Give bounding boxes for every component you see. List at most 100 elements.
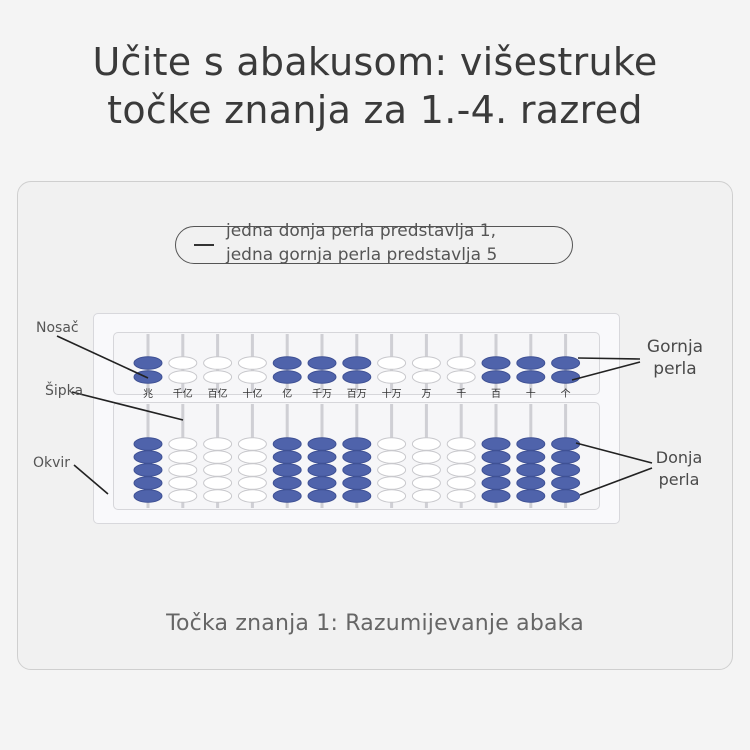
donja-line-2: perla <box>658 470 700 489</box>
upper-bead <box>377 356 407 370</box>
lower-bead <box>377 463 407 477</box>
lower-bead <box>481 463 511 477</box>
lower-bead <box>272 450 302 464</box>
rod-label: 十亿 <box>242 387 262 400</box>
rod-label: 千 <box>456 388 466 400</box>
rod-label: 亿 <box>282 387 292 400</box>
upper-bead <box>481 370 511 384</box>
rod-label: 个 <box>561 388 571 400</box>
upper-bead <box>203 370 233 384</box>
lower-bead <box>203 463 233 477</box>
lower-bead <box>237 463 267 477</box>
dash-icon <box>194 244 214 246</box>
rod-label: 十万 <box>382 387 402 400</box>
upper-bead <box>272 356 302 370</box>
upper-bead <box>411 356 441 370</box>
lower-bead <box>342 437 372 451</box>
title-line-1: Učite s abakusom: višestruke <box>92 40 658 84</box>
upper-bead <box>307 370 337 384</box>
lower-bead <box>342 476 372 490</box>
upper-bead <box>272 370 302 384</box>
lower-bead <box>516 437 546 451</box>
lower-bead <box>168 437 198 451</box>
lower-bead <box>481 489 511 503</box>
upper-bead <box>168 356 198 370</box>
gornja-line-2: perla <box>653 359 697 379</box>
lower-bead <box>133 463 163 477</box>
lower-bead <box>203 450 233 464</box>
label-donja-perla: Donja perla <box>641 447 717 491</box>
lower-bead <box>133 450 163 464</box>
legend-line-2: jedna gornja perla predstavlja 5 <box>226 245 498 265</box>
caption: Točka znanja 1: Razumijevanje abaka <box>166 611 584 636</box>
lower-bead <box>307 489 337 503</box>
rod-label: 百亿 <box>208 387 228 400</box>
lower-bead <box>342 489 372 503</box>
lower-bead <box>307 437 337 451</box>
lower-bead <box>411 437 441 451</box>
upper-bead <box>411 370 441 384</box>
lower-bead <box>377 437 407 451</box>
legend-line-1: jedna donja perla predstavlja 1, <box>226 221 497 241</box>
lower-bead <box>551 463 581 477</box>
lower-bead <box>516 476 546 490</box>
lower-bead <box>481 476 511 490</box>
upper-bead <box>203 356 233 370</box>
label-nosac: Nosač <box>36 320 79 336</box>
upper-bead <box>342 356 372 370</box>
lower-bead <box>411 476 441 490</box>
upper-bead <box>342 370 372 384</box>
leader-line-gornja-2 <box>571 361 641 381</box>
lower-bead <box>133 437 163 451</box>
rod-label: 百万 <box>347 388 367 400</box>
lower-bead <box>272 489 302 503</box>
lower-bead <box>272 463 302 477</box>
upper-bead <box>377 370 407 384</box>
lower-bead <box>342 463 372 477</box>
lower-bead <box>516 463 546 477</box>
lower-bead <box>516 450 546 464</box>
lower-bead <box>446 489 476 503</box>
lower-bead <box>307 476 337 490</box>
lower-bead <box>133 489 163 503</box>
upper-bead <box>481 356 511 370</box>
upper-bead <box>551 370 581 384</box>
lower-bead <box>237 489 267 503</box>
rod-label: 千亿 <box>173 387 193 400</box>
rod-label: 百 <box>491 388 501 400</box>
rod-label: 兆 <box>143 388 153 400</box>
lower-bead <box>446 450 476 464</box>
upper-bead <box>237 356 267 370</box>
lower-bead <box>237 476 267 490</box>
lower-bead <box>551 437 581 451</box>
lower-bead <box>272 437 302 451</box>
lower-bead <box>168 463 198 477</box>
lower-bead <box>203 437 233 451</box>
donja-line-1: Donja <box>655 448 703 467</box>
lower-bead <box>342 450 372 464</box>
upper-bead <box>133 370 163 384</box>
upper-bead <box>307 356 337 370</box>
upper-bead <box>133 356 163 370</box>
lower-bead <box>307 450 337 464</box>
upper-bead <box>446 370 476 384</box>
leader-line-donja-2 <box>579 467 653 496</box>
lower-bead <box>203 489 233 503</box>
label-sipka: Šipka <box>45 383 84 399</box>
lower-bead <box>377 450 407 464</box>
leader-line-gornja-1 <box>577 357 641 360</box>
title-line-2: točke znanja za 1.-4. razred <box>107 88 643 132</box>
lower-bead <box>377 476 407 490</box>
lower-bead <box>133 476 163 490</box>
lower-bead <box>411 463 441 477</box>
lower-bead <box>481 437 511 451</box>
lower-bead <box>551 489 581 503</box>
upper-bead <box>237 370 267 384</box>
lower-bead <box>307 463 337 477</box>
upper-bead <box>516 356 546 370</box>
rod-label: 千万 <box>312 388 332 400</box>
lower-bead <box>377 489 407 503</box>
gornja-line-1: Gornja <box>646 337 704 357</box>
upper-bead <box>446 356 476 370</box>
